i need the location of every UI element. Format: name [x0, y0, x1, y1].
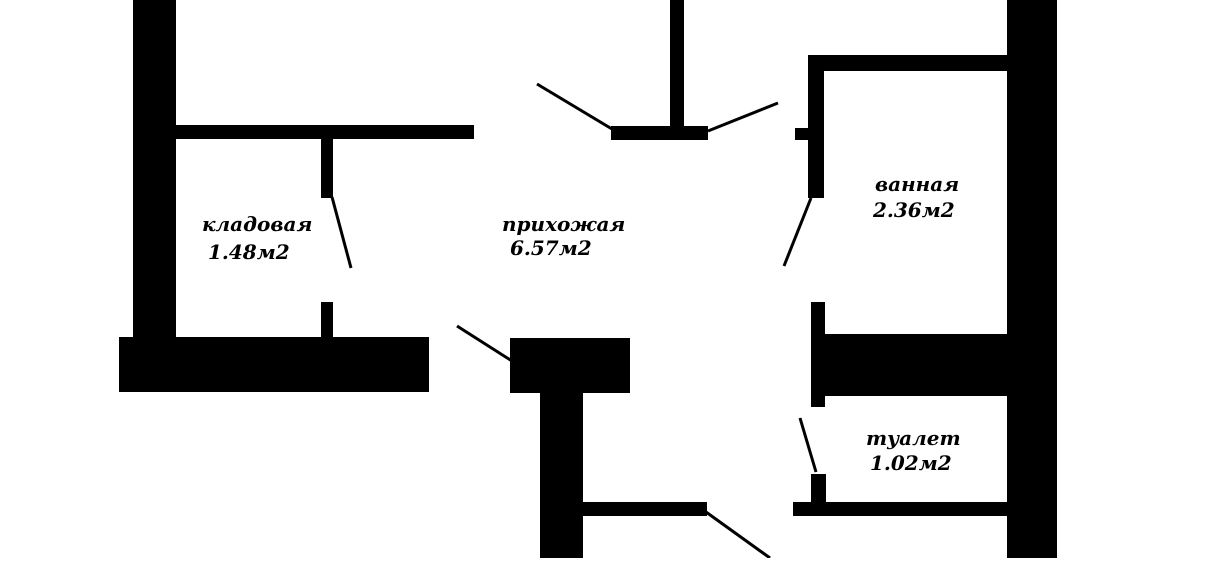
lower-horizontal-wall [583, 502, 707, 516]
bathroom-left-wall-upper [808, 55, 824, 198]
storage-partition-lower [321, 302, 333, 339]
door-swing-bathroom [782, 197, 813, 267]
room-area-bathroom: 2.36м2 [873, 198, 955, 222]
room-name-hallway: прихожая [502, 212, 626, 236]
door-swing-lower-left [456, 324, 513, 363]
center-horizontal-wall [611, 126, 708, 140]
storage-partition-upper [321, 139, 333, 198]
door-swing-toilet [798, 417, 818, 473]
bathroom-wall-stub [795, 128, 810, 140]
bathroom-top-wall [808, 55, 1007, 71]
central-column [510, 338, 630, 393]
left-exterior-wall [133, 0, 176, 342]
door-swing-storage [330, 196, 353, 269]
room-name-toilet: туалет [866, 426, 961, 450]
room-area-storage: 1.48м2 [208, 240, 290, 264]
bath-toilet-wall [811, 334, 1007, 396]
center-top-wall [670, 0, 684, 128]
room-area-toilet: 1.02м2 [870, 451, 952, 475]
room-name-bathroom: ванная [875, 172, 960, 196]
storage-top-wall [176, 125, 474, 139]
door-swings [330, 82, 818, 560]
room-area-hallway: 6.57м2 [510, 236, 592, 260]
right-exterior-wall [1007, 0, 1057, 558]
toilet-left-wall [811, 474, 826, 504]
door-swing-upper-right [707, 101, 779, 133]
bottom-left-wall [119, 337, 429, 392]
lower-center-wall [540, 393, 583, 558]
room-name-storage: кладовая [202, 212, 313, 236]
door-swing-upper-left [536, 82, 613, 131]
walls [119, 0, 1057, 558]
door-swing-bottom [705, 510, 771, 560]
toilet-bottom-wall [793, 502, 1007, 516]
